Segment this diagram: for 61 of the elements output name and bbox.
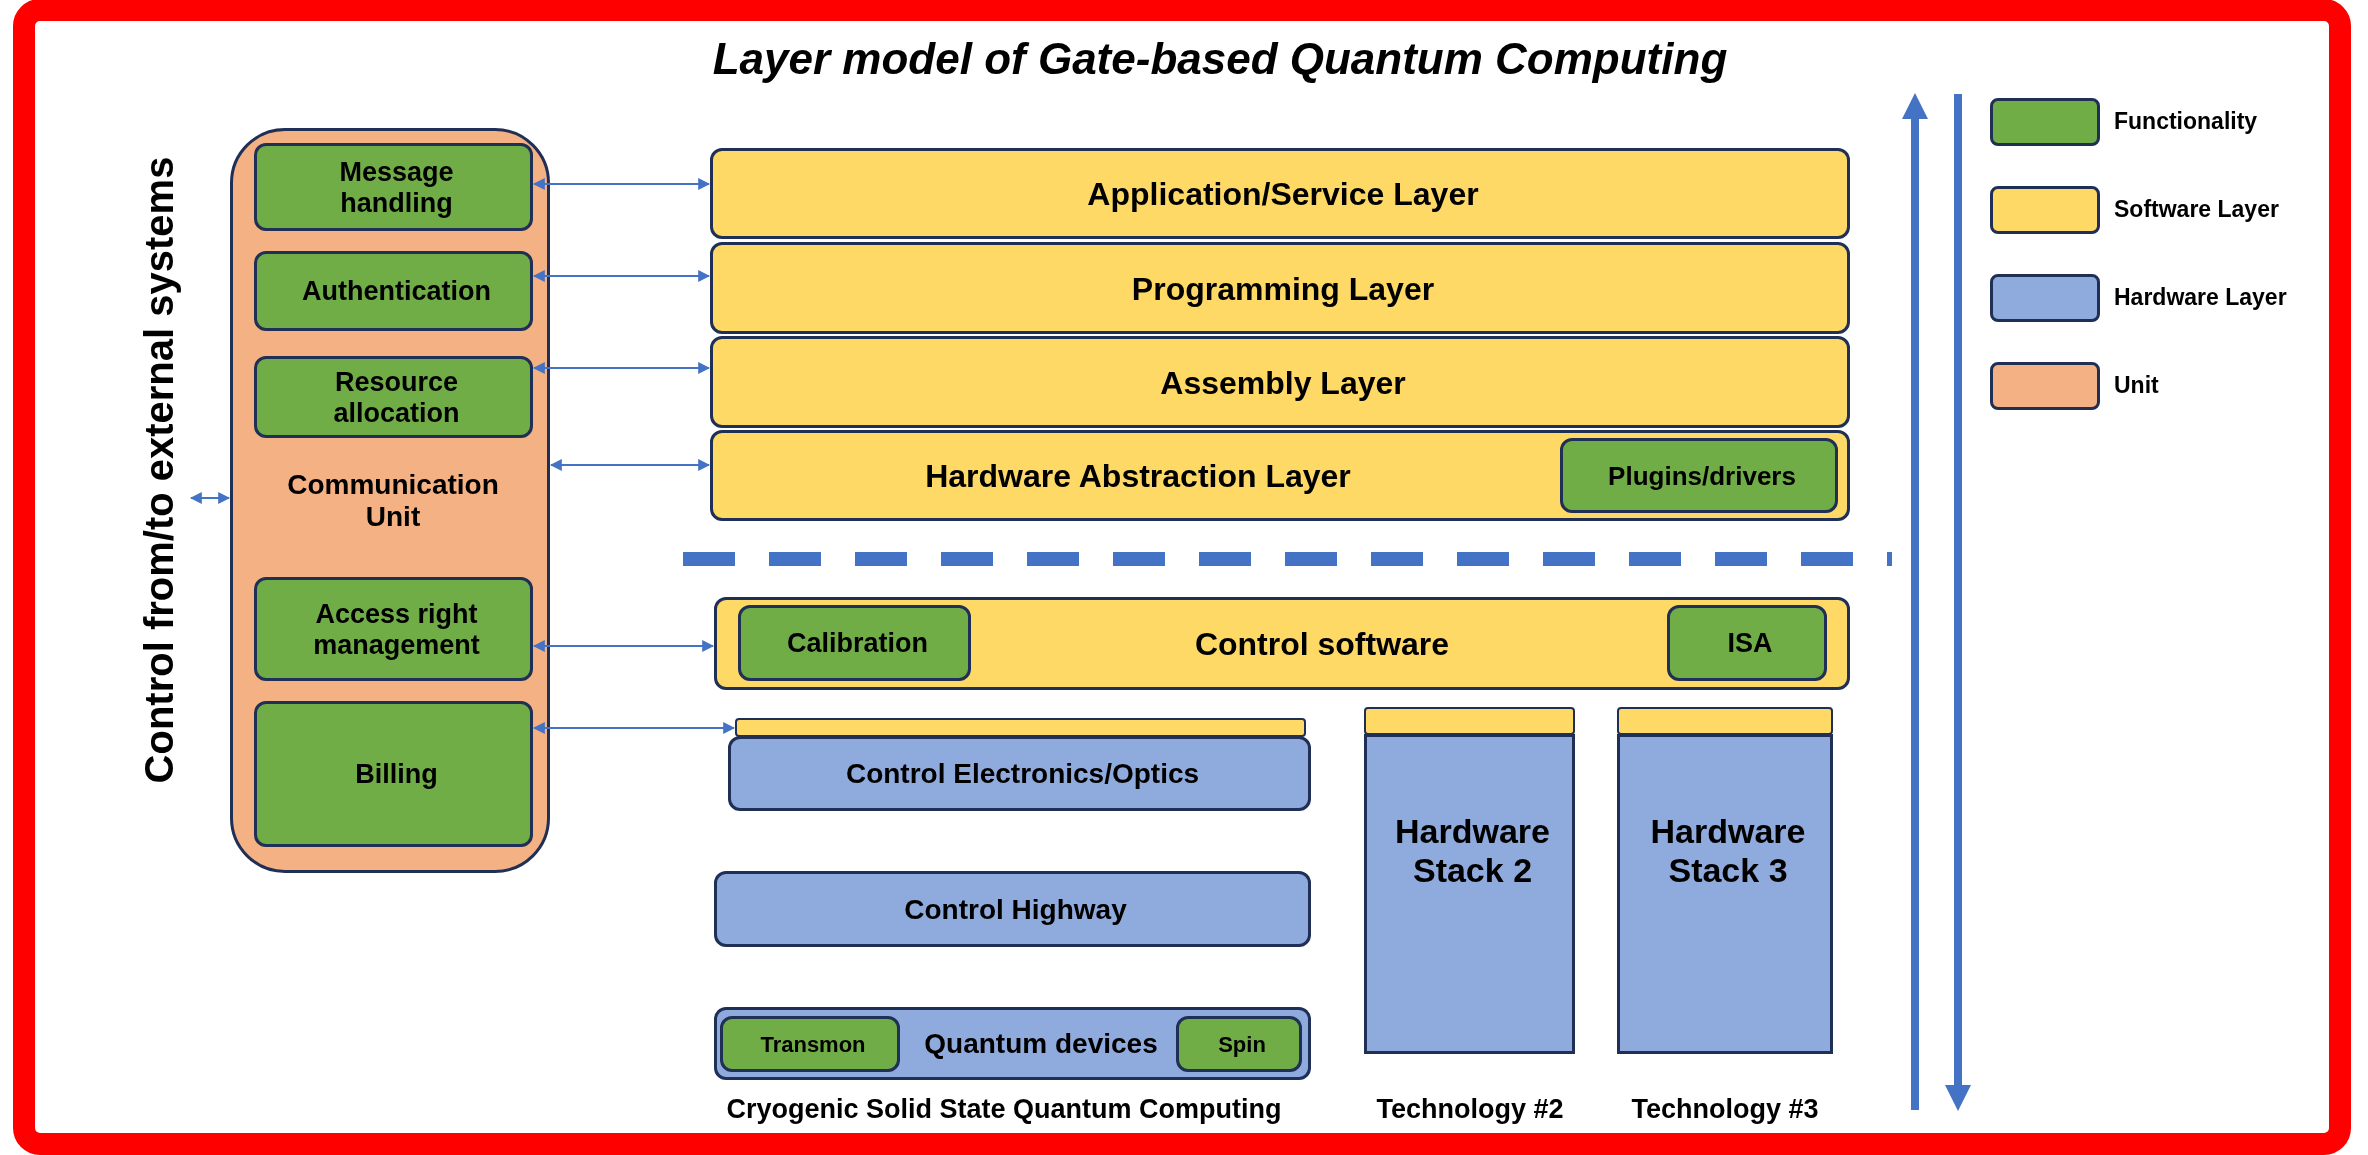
- layer-label: Application/Service Layer: [1087, 176, 1479, 213]
- function-box: [1560, 438, 1838, 513]
- column-caption: Cryogenic Solid State Quantum Computing: [726, 1094, 1282, 1125]
- function-label: Authentication: [302, 276, 491, 308]
- function-box: [254, 577, 533, 681]
- hardware-label: Hardware Stack 3: [1649, 811, 1807, 891]
- software-bar: [1364, 707, 1575, 735]
- layer-label: Programming Layer: [1131, 270, 1435, 308]
- layer-label: Assembly Layer: [1160, 364, 1406, 402]
- hardware-label: Quantum devices: [924, 1028, 1158, 1061]
- legend-label: Software Layer: [2114, 196, 2279, 223]
- hardware-box: [1364, 734, 1575, 1054]
- layer-box: [710, 242, 1850, 334]
- legend-label: Hardware Layer: [2114, 284, 2287, 311]
- function-box: [720, 1016, 900, 1072]
- function-box: [254, 356, 533, 438]
- software-bar: [1617, 707, 1833, 735]
- hardware-box: [728, 736, 1311, 811]
- column-caption: Technology #3: [1631, 1094, 1819, 1125]
- vertical-heading: Control from/to external systems: [128, 92, 190, 848]
- hardware-box: [714, 871, 1311, 947]
- arrow: [532, 640, 715, 652]
- legend-label: Unit: [2114, 372, 2159, 399]
- arrow: [549, 459, 711, 471]
- layer-label: Hardware Abstraction Layer: [925, 458, 1351, 495]
- unit-label: Communication Unit: [286, 468, 500, 534]
- function-box: [738, 605, 971, 681]
- function-box: [254, 251, 533, 331]
- software-bar: [735, 718, 1306, 737]
- function-box: [1176, 1016, 1302, 1072]
- hardware-label: Control Electronics/Optics: [845, 758, 1200, 791]
- function-box: [254, 143, 533, 231]
- function-label: Plugins/drivers: [1608, 461, 1796, 492]
- function-label: Calibration: [787, 628, 928, 660]
- arrow: [532, 722, 736, 734]
- layer-box: [710, 336, 1850, 428]
- layer-box: [710, 430, 1850, 521]
- hardware-box: [1617, 734, 1833, 1054]
- column-caption: Technology #2: [1376, 1094, 1564, 1125]
- legend-label: Functionality: [2114, 108, 2258, 135]
- layer-label: Control software: [1194, 626, 1450, 663]
- arrow: [532, 178, 711, 190]
- arrow: [189, 492, 231, 504]
- function-label: Transmon: [760, 1032, 866, 1058]
- function-label: Message handling: [338, 156, 455, 220]
- hardware-label: Control Highway: [904, 893, 1127, 927]
- layer-box: [710, 148, 1850, 239]
- arrow: [532, 270, 711, 282]
- arrow: [532, 362, 711, 374]
- unit-box: [230, 128, 550, 873]
- function-label: ISA: [1727, 628, 1773, 660]
- layer-box: [714, 597, 1850, 690]
- function-label: Resource allocation: [332, 366, 461, 430]
- diagram-title: Layer model of Gate-based Quantum Computing: [712, 34, 1728, 83]
- hardware-box: [714, 1007, 1311, 1080]
- function-label: Spin: [1218, 1032, 1266, 1058]
- function-box: [254, 701, 533, 847]
- function-label: Access right management: [312, 598, 481, 662]
- function-box: [1667, 605, 1827, 681]
- hardware-label: Hardware Stack 2: [1394, 811, 1551, 891]
- function-label: Billing: [355, 759, 438, 791]
